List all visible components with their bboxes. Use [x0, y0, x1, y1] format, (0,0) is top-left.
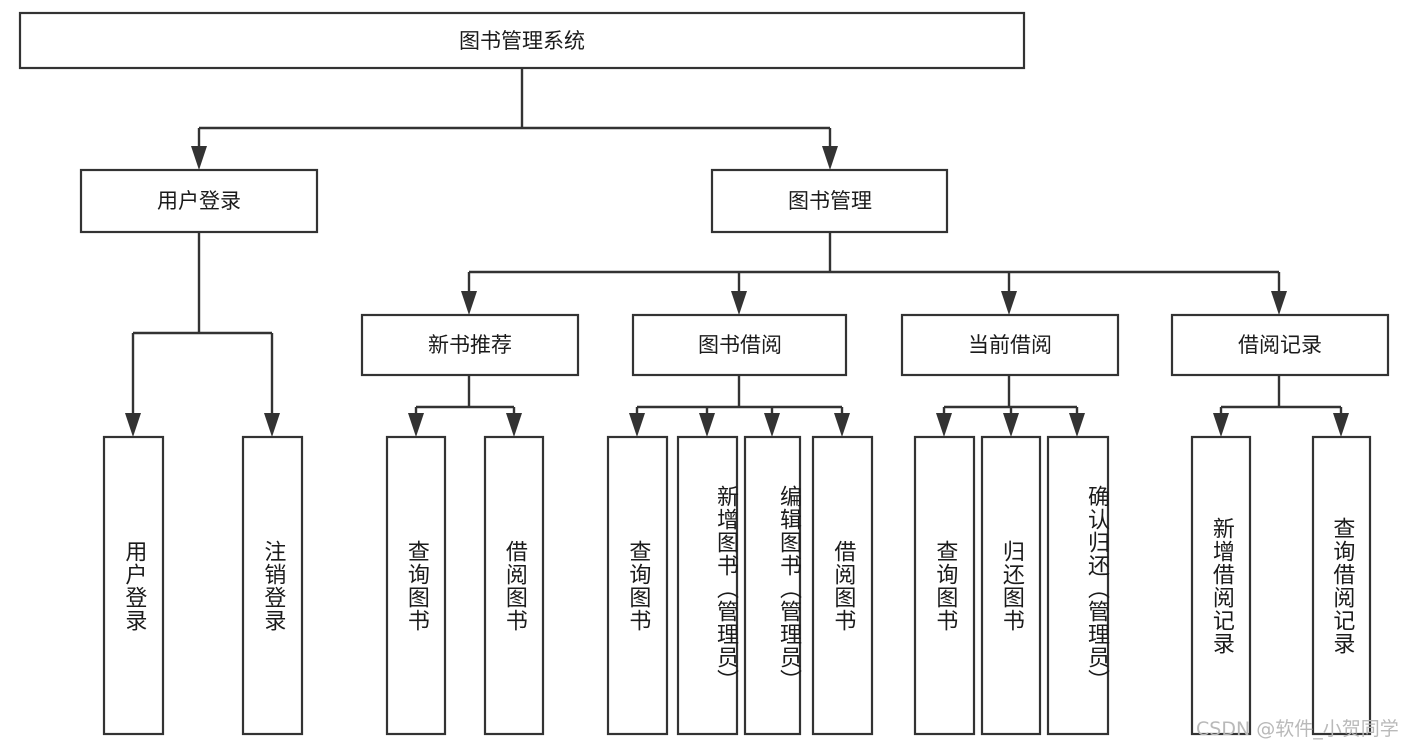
leaf-box-user-login[interactable]: [102, 435, 165, 736]
arrow-head-borrowrecord-2: [1333, 413, 1349, 437]
leaf-box-add-book-admin[interactable]: [676, 435, 739, 736]
leaf-box-query-borrow-record[interactable]: [1311, 435, 1372, 736]
leaf-box-query-book-current[interactable]: [913, 435, 976, 736]
arrow-head-userlogin-1: [125, 413, 141, 437]
leaf-box-logout-login[interactable]: [241, 435, 304, 736]
node-borrow-record-label: 借阅记录: [1238, 333, 1322, 357]
node-book-management-label: 图书管理: [788, 189, 872, 213]
arrow-head-currentborrow-3: [1069, 413, 1085, 437]
arrow-head-newbook-2: [506, 413, 522, 437]
connector-newbook-to-leaves: [408, 375, 522, 437]
connector-bookborrow-to-leaves: [629, 375, 850, 437]
node-user-login[interactable]: [79, 168, 319, 234]
node-current-borrow-label: 当前借阅: [968, 333, 1052, 357]
arrow-head-userlogin-2: [264, 413, 280, 437]
arrow-head-bookborrow-3: [764, 413, 780, 437]
arrow-head-bookmgmt-2: [731, 291, 747, 315]
node-current-borrow[interactable]: [900, 313, 1120, 377]
arrow-head-bookmgmt-1: [461, 291, 477, 315]
leaf-box-borrow-book[interactable]: [811, 435, 874, 736]
node-new-book-recommend-label: 新书推荐: [428, 333, 512, 357]
arrow-head-currentborrow-2: [1003, 413, 1019, 437]
node-book-borrow[interactable]: [631, 313, 848, 377]
leaf-box-confirm-return-admin[interactable]: [1046, 435, 1110, 736]
connector-bookmgmt-to-level3: [461, 232, 1287, 315]
arrow-head-currentborrow-1: [936, 413, 952, 437]
arrow-head-newbook-1: [408, 413, 424, 437]
node-new-book-recommend[interactable]: [360, 313, 580, 377]
arrow-head-bookmgmt-3: [1001, 291, 1017, 315]
csdn-watermark: CSDN @软件_小贺同学: [1196, 718, 1399, 740]
node-borrow-record[interactable]: [1170, 313, 1390, 377]
arrow-head-root-1: [191, 146, 207, 170]
node-book-borrow-label: 图书借阅: [698, 333, 782, 357]
connector-userlogin-to-leaves: [125, 232, 280, 437]
arrow-head-borrowrecord-1: [1213, 413, 1229, 437]
connector-root-to-level2: [191, 68, 838, 170]
arrow-head-bookborrow-2: [699, 413, 715, 437]
leaf-box-add-borrow-record[interactable]: [1190, 435, 1252, 736]
arrow-head-bookborrow-1: [629, 413, 645, 437]
connector-borrowrecord-to-leaves: [1213, 375, 1349, 437]
connector-currentborrow-to-leaves: [936, 375, 1085, 437]
node-root[interactable]: [18, 11, 1026, 70]
node-book-management[interactable]: [710, 168, 949, 234]
node-user-login-label: 用户登录: [157, 189, 241, 213]
node-root-label: 图书管理系统: [459, 29, 585, 53]
arrow-head-bookmgmt-4: [1271, 291, 1287, 315]
leaf-box-query-book-newbook[interactable]: [385, 435, 447, 736]
arrow-head-bookborrow-4: [834, 413, 850, 437]
leaf-box-return-book[interactable]: [980, 435, 1042, 736]
arrow-head-root-2: [822, 146, 838, 170]
leaf-box-borrow-book-newbook[interactable]: [483, 435, 545, 736]
leaf-box-query-book-borrow[interactable]: [606, 435, 669, 736]
leaf-box-edit-book-admin[interactable]: [743, 435, 802, 736]
